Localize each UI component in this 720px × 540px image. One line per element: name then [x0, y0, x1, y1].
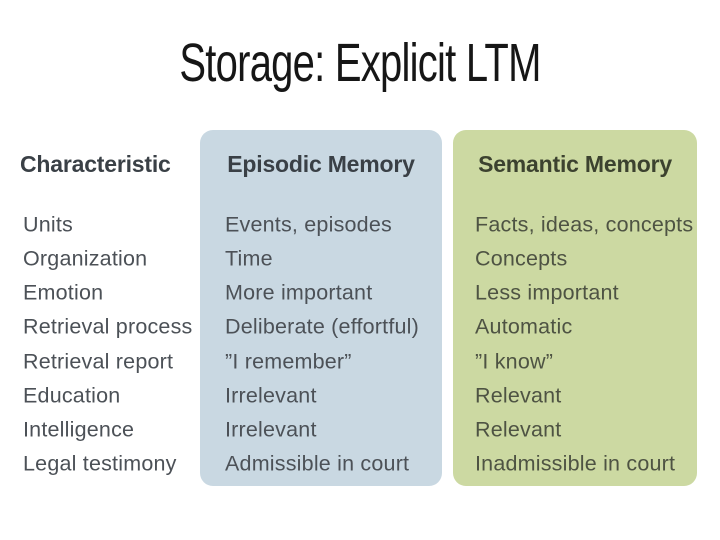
row-characteristic-label: Intelligence: [23, 417, 135, 442]
row-semantic-value: Inadmissible in court: [475, 451, 676, 476]
table-row: Retrieval report ”I remember” ”I know”: [0, 345, 720, 379]
row-episodic-value: Time: [225, 246, 273, 271]
row-episodic-value: ”I remember”: [225, 349, 352, 374]
row-characteristic-label: Retrieval report: [23, 349, 174, 374]
row-episodic-value: Deliberate (effortful): [225, 314, 420, 339]
table-rows: Units Events, episodes Facts, ideas, con…: [0, 208, 720, 481]
row-semantic-value: Facts, ideas, concepts: [475, 212, 694, 237]
row-characteristic-label: Education: [23, 383, 121, 408]
episodic-memory-panel: [200, 130, 442, 486]
table-row: Education Irrelevant Relevant: [0, 379, 720, 413]
row-characteristic-label: Retrieval process: [23, 314, 193, 339]
table-row: Organization Time Concepts: [0, 242, 720, 276]
row-characteristic-label: Organization: [23, 246, 148, 271]
row-semantic-value: Automatic: [475, 314, 573, 339]
row-semantic-value: Concepts: [475, 246, 568, 271]
row-semantic-value: ”I know”: [475, 349, 554, 374]
row-episodic-value: More important: [225, 280, 373, 305]
table-row: Retrieval process Deliberate (effortful)…: [0, 310, 720, 344]
column-header-semantic: Semantic Memory: [478, 151, 672, 177]
table-row: Intelligence Irrelevant Relevant: [0, 413, 720, 447]
row-characteristic-label: Units: [23, 212, 73, 237]
row-episodic-value: Admissible in court: [225, 451, 410, 476]
row-characteristic-label: Legal testimony: [23, 451, 177, 476]
row-episodic-value: Irrelevant: [225, 417, 317, 442]
table-row: Units Events, episodes Facts, ideas, con…: [0, 208, 720, 242]
row-semantic-value: Relevant: [475, 417, 562, 442]
row-characteristic-label: Emotion: [23, 280, 104, 305]
table-row: Legal testimony Admissible in court Inad…: [0, 447, 720, 481]
slide-title: Storage: Explicit LTM: [179, 33, 541, 93]
row-episodic-value: Events, episodes: [225, 212, 392, 237]
table-row: Emotion More important Less important: [0, 276, 720, 310]
row-semantic-value: Less important: [475, 280, 619, 305]
column-header-characteristic: Characteristic: [20, 151, 171, 177]
row-semantic-value: Relevant: [475, 383, 562, 408]
column-header-episodic: Episodic Memory: [227, 151, 415, 177]
semantic-memory-panel: [453, 130, 697, 486]
row-episodic-value: Irrelevant: [225, 383, 317, 408]
